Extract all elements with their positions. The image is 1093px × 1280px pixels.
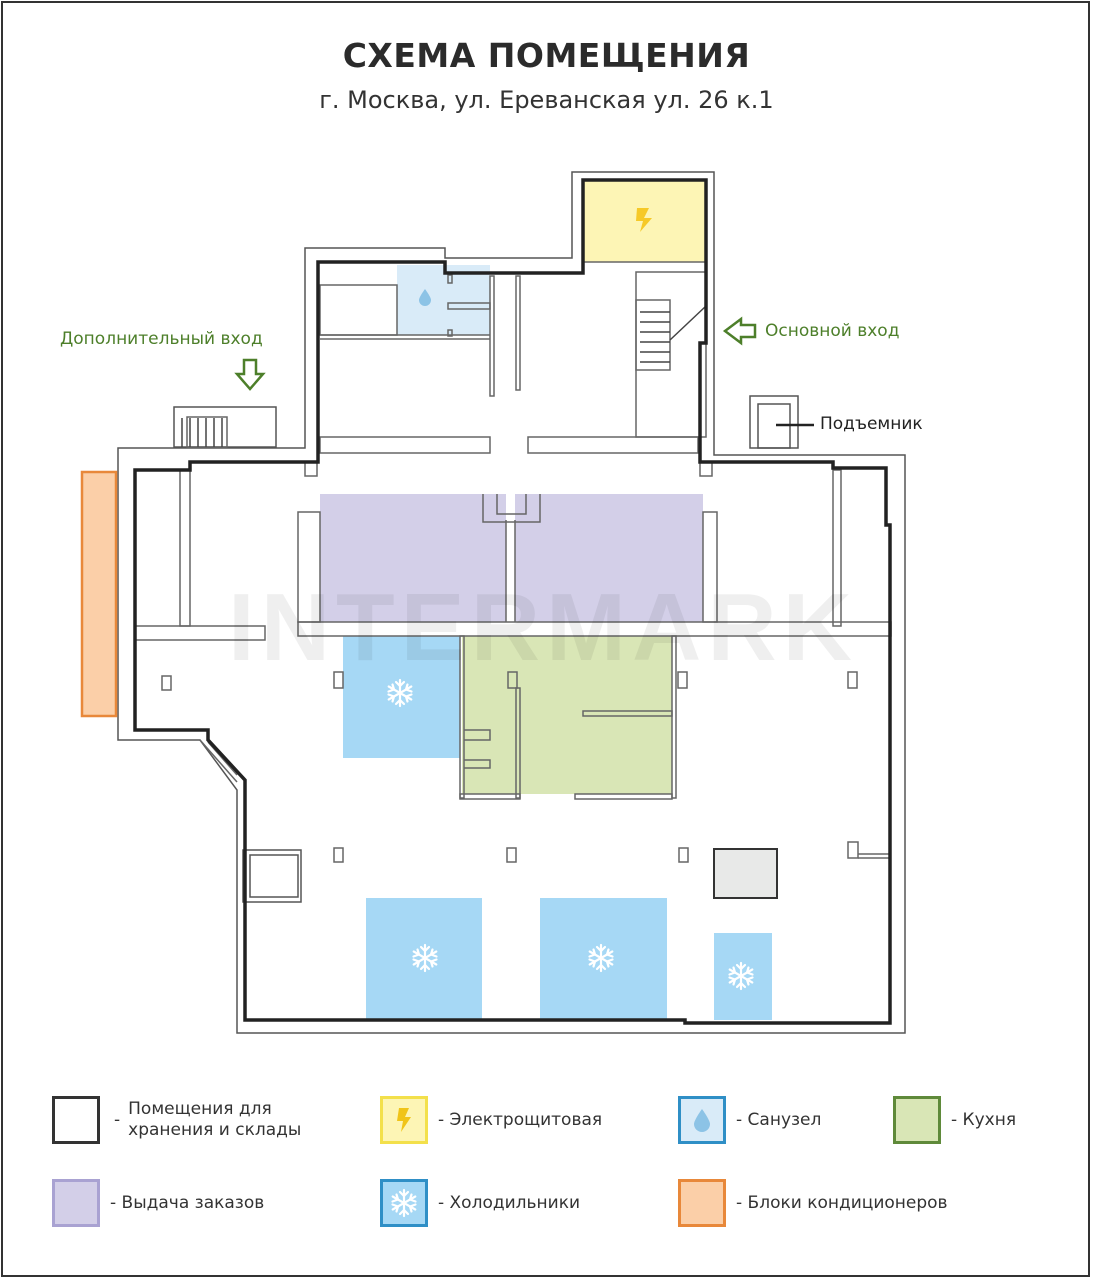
legend-swatch (893, 1096, 941, 1144)
legend-item-kitchen: - Кухня (893, 1096, 1016, 1144)
lightning-icon (636, 208, 652, 232)
page-title: СХЕМА ПОМЕЩЕНИЯ (342, 36, 751, 75)
inner-walls (134, 261, 892, 863)
legend-label: Помещения для (128, 1099, 272, 1119)
ac-units (80, 470, 118, 718)
bathroom (397, 265, 490, 335)
legend-label: - Санузел (736, 1110, 822, 1130)
fridge-1 (343, 636, 460, 758)
legend-swatch (52, 1096, 100, 1144)
legend-label: - Электрощитовая (438, 1110, 603, 1130)
legend-item-fridges: - Холодильники (380, 1179, 580, 1227)
legend-label: - Выдача заказов (110, 1193, 265, 1213)
kitchen (462, 636, 672, 794)
legend-item-bathroom: - Санузел (678, 1096, 821, 1144)
outer-walls (117, 171, 906, 1034)
water-drop-icon (694, 1109, 710, 1132)
watermark: INTERMARK (228, 574, 858, 681)
legend-label: - Кухня (951, 1110, 1017, 1130)
snowflake-icon (391, 1188, 417, 1218)
water-drop-icon (419, 289, 431, 306)
legend-label: хранения и склады (128, 1120, 302, 1140)
legend-item-electrical: - Электрощитовая (380, 1096, 602, 1144)
pickup-zone-right (515, 494, 703, 622)
legend-swatch (678, 1179, 726, 1227)
pickup-zone-left (320, 494, 506, 622)
extra-entrance-arrow-icon (234, 358, 266, 391)
legend-swatch (678, 1096, 726, 1144)
main-entrance-label: Основной вход (765, 321, 900, 341)
lightning-icon (397, 1108, 411, 1132)
legend-swatch (52, 1179, 100, 1227)
extra-entrance-label: Дополнительный вход (60, 329, 263, 349)
legend-item-ac: - Блоки кондиционеров (678, 1179, 948, 1227)
lift-label: Подъемник (820, 414, 923, 434)
legend-item-pickup: - Выдача заказов (52, 1179, 264, 1227)
legend-swatch (380, 1179, 428, 1227)
legend-swatch (380, 1096, 428, 1144)
legend-label: - Холодильники (438, 1193, 581, 1213)
main-entrance-arrow-icon (722, 316, 757, 346)
premises-boundary (133, 178, 892, 1025)
legend-label: - Блоки кондиционеров (736, 1193, 948, 1213)
address: г. Москва, ул. Ереванская ул. 26 к.1 (319, 86, 774, 114)
equipment-block (713, 848, 778, 899)
